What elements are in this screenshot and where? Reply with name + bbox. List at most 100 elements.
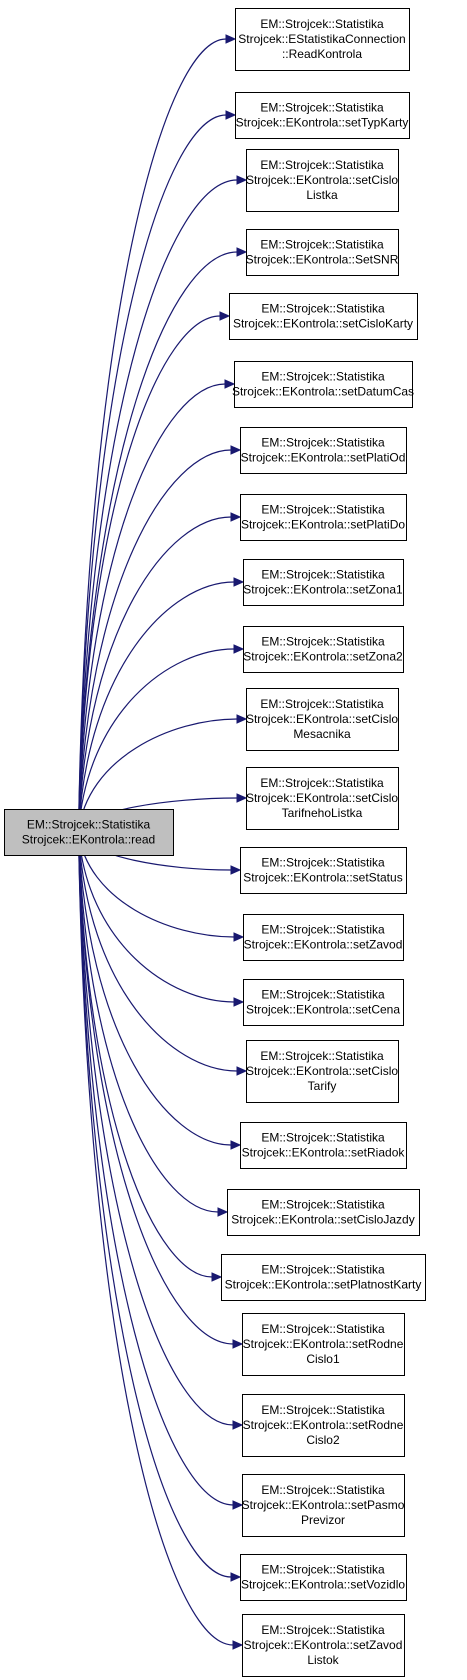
node-box (243, 914, 404, 961)
node-setstatus[interactable]: EM::Strojcek::StatistikaStrojcek::EKontr… (240, 847, 407, 894)
node-setzavod[interactable]: EM::Strojcek::StatistikaStrojcek::EKontr… (243, 914, 404, 961)
call-edge (77, 831, 235, 1003)
node-setdatumcas[interactable]: EM::Strojcek::StatistikaStrojcek::EKontr… (232, 361, 414, 408)
node-box (4, 809, 174, 856)
node-label-line: EM::Strojcek::Statistika (261, 1563, 385, 1577)
arrowhead (232, 1500, 244, 1510)
node-setrodnecislo1[interactable]: EM::Strojcek::StatistikaStrojcek::EKontr… (242, 1313, 405, 1376)
call-edge (77, 718, 238, 833)
node-label-line: Previzor (301, 1513, 345, 1527)
node-box (242, 1614, 405, 1677)
node-label-line: EM::Strojcek::Statistika (261, 1322, 385, 1336)
call-edge (77, 831, 234, 1426)
node-setplatnostkarty[interactable]: EM::Strojcek::StatistikaStrojcek::EKontr… (221, 1254, 426, 1301)
node-label-line: Strojcek::EStatistikaConnection (238, 32, 405, 46)
node-label-line: EM::Strojcek::Statistika (261, 1263, 385, 1277)
call-edge (77, 315, 221, 833)
node-label-line: EM::Strojcek::Statistika (261, 436, 385, 450)
node-label-line: Strojcek::EKontrola::setStatus (243, 871, 402, 885)
call-nodes: EM::Strojcek::StatistikaStrojcek::EKontr… (4, 8, 426, 1677)
node-setcislokarty[interactable]: EM::Strojcek::StatistikaStrojcek::EKontr… (229, 293, 418, 340)
node-label-line: Strojcek::EKontrola::setCislo (246, 173, 398, 187)
node-box (242, 1474, 405, 1537)
call-edge (77, 831, 213, 1278)
node-box (246, 229, 399, 276)
arrowhead (233, 577, 245, 587)
arrowhead (230, 1140, 242, 1150)
node-box (240, 1122, 407, 1169)
node-setplatido[interactable]: EM::Strojcek::StatistikaStrojcek::EKontr… (240, 494, 407, 541)
node-label-line: ::ReadKontrola (282, 47, 362, 61)
call-edge (77, 251, 238, 833)
node-label-line: Strojcek::EKontrola::setVozidlo (241, 1578, 405, 1592)
call-edge (77, 831, 232, 1146)
arrowhead (232, 1420, 244, 1430)
arrowhead (225, 110, 237, 120)
node-box (246, 1040, 399, 1103)
node-setrodnecislo2[interactable]: EM::Strojcek::StatistikaStrojcek::EKontr… (242, 1394, 405, 1457)
node-box (227, 1189, 420, 1236)
call-edge (77, 831, 234, 1345)
arrowhead (233, 644, 245, 654)
node-setpasmoprevizor[interactable]: EM::Strojcek::StatistikaStrojcek::EKontr… (242, 1474, 405, 1537)
node-label-line: Strojcek::EKontrola::setPasmo (242, 1498, 405, 1512)
arrowhead (233, 932, 245, 942)
node-setzona1[interactable]: EM::Strojcek::StatistikaStrojcek::EKontr… (243, 559, 404, 606)
node-readkontrola[interactable]: EM::Strojcek::StatistikaStrojcek::EStati… (235, 8, 410, 71)
call-edge (77, 581, 235, 833)
node-setriadok[interactable]: EM::Strojcek::StatistikaStrojcek::EKontr… (240, 1122, 407, 1169)
node-setplatiod[interactable]: EM::Strojcek::StatistikaStrojcek::EKontr… (240, 427, 407, 474)
call-edges (77, 34, 248, 1650)
node-box (221, 1254, 426, 1301)
node-label-line: EM::Strojcek::Statistika (261, 1131, 385, 1145)
node-setzavodlistok[interactable]: EM::Strojcek::StatistikaStrojcek::EKontr… (242, 1614, 405, 1677)
node-label-line: Strojcek::EKontrola::setRodne (243, 1337, 404, 1351)
node-label-line: EM::Strojcek::Statistika (261, 1403, 385, 1417)
node-setcislolistka[interactable]: EM::Strojcek::StatistikaStrojcek::EKontr… (246, 149, 399, 212)
arrowhead (230, 1572, 242, 1582)
arrowhead (236, 793, 248, 803)
node-label-line: Strojcek::EKontrola::setRiadok (242, 1146, 406, 1160)
arrowhead (230, 512, 242, 522)
node-label-line: Strojcek::EKontrola::setCisloKarty (233, 317, 413, 331)
node-setcislotarifneholistka[interactable]: EM::Strojcek::StatistikaStrojcek::EKontr… (246, 767, 399, 830)
node-label-line: Strojcek::EKontrola::setCislo (246, 712, 398, 726)
node-label-line: Listok (307, 1653, 339, 1667)
node-box (240, 1554, 407, 1601)
arrowhead (219, 311, 231, 321)
node-setcislojazdy[interactable]: EM::Strojcek::StatistikaStrojcek::EKontr… (227, 1189, 420, 1236)
node-setcislotarify[interactable]: EM::Strojcek::StatistikaStrojcek::EKontr… (246, 1040, 399, 1103)
node-box (243, 559, 404, 606)
node-label-line: EM::Strojcek::Statistika (260, 1049, 384, 1063)
node-label-line: EM::Strojcek::Statistika (260, 697, 384, 711)
node-label-line: Strojcek::EKontrola::setCislo (246, 791, 398, 805)
arrowhead (230, 445, 242, 455)
node-setvozidlo[interactable]: EM::Strojcek::StatistikaStrojcek::EKontr… (240, 1554, 407, 1601)
node-label-line: Strojcek::EKontrola::setPlatiOd (241, 451, 406, 465)
node-label-line: EM::Strojcek::Statistika (260, 158, 384, 172)
node-box (229, 293, 418, 340)
call-edge (77, 648, 235, 833)
node-label-line: TarifnehoListka (282, 806, 363, 820)
arrowhead (236, 175, 248, 185)
node-label-line: EM::Strojcek::Statistika (27, 818, 151, 832)
arrowhead (211, 1272, 223, 1282)
node-label-line: EM::Strojcek::Statistika (260, 776, 384, 790)
node-root-read[interactable]: EM::Strojcek::StatistikaStrojcek::EKontr… (4, 809, 174, 856)
node-setzona2[interactable]: EM::Strojcek::StatistikaStrojcek::EKontr… (243, 626, 404, 673)
node-label-line: Strojcek::EKontrola::setTypKarty (236, 116, 409, 130)
node-label-line: EM::Strojcek::Statistika (261, 503, 385, 517)
arrowhead (236, 714, 248, 724)
node-setcislomesacnika[interactable]: EM::Strojcek::StatistikaStrojcek::EKontr… (246, 688, 399, 751)
node-settypkarty[interactable]: EM::Strojcek::StatistikaStrojcek::EKontr… (235, 92, 410, 139)
node-box (234, 361, 413, 408)
node-setsnr[interactable]: EM::Strojcek::StatistikaStrojcek::EKontr… (246, 229, 399, 276)
arrowhead (233, 997, 245, 1007)
node-box (240, 427, 407, 474)
node-setcena[interactable]: EM::Strojcek::StatistikaStrojcek::EKontr… (243, 979, 404, 1026)
arrowhead (224, 379, 236, 389)
node-label-line: EM::Strojcek::Statistika (261, 568, 385, 582)
call-edge (77, 831, 238, 1072)
node-label-line: Strojcek::EKontrola::setZavod (244, 1638, 403, 1652)
